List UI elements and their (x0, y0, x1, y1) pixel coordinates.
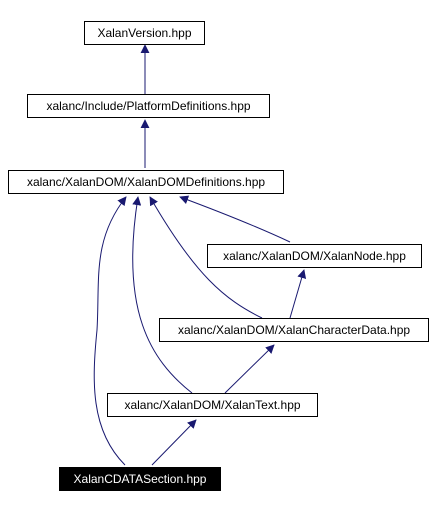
edge-cdata-to-domdefs (93, 196, 127, 466)
node-cdata-section-current: XalanCDATASection.hpp (59, 467, 221, 491)
node-dom-definitions[interactable]: xalanc/XalanDOM/XalanDOMDefinitions.hpp (8, 170, 284, 194)
edge-text-to-domdefs (132, 196, 193, 394)
edge-cdata-to-text (151, 419, 197, 466)
edge-text-to-chardata (224, 344, 275, 394)
edge-chardata-to-domdefs (149, 196, 263, 319)
node-platform-definitions[interactable]: xalanc/Include/PlatformDefinitions.hpp (27, 94, 270, 118)
node-xalan-version[interactable]: XalanVersion.hpp (84, 21, 205, 45)
node-xalan-node[interactable]: xalanc/XalanDOM/XalanNode.hpp (207, 244, 422, 268)
edge-node-to-domdefs (179, 195, 291, 243)
node-xalan-text[interactable]: xalanc/XalanDOM/XalanText.hpp (107, 393, 318, 417)
edge-chardata-to-node (289, 269, 307, 319)
node-character-data[interactable]: xalanc/XalanDOM/XalanCharacterData.hpp (159, 318, 429, 342)
